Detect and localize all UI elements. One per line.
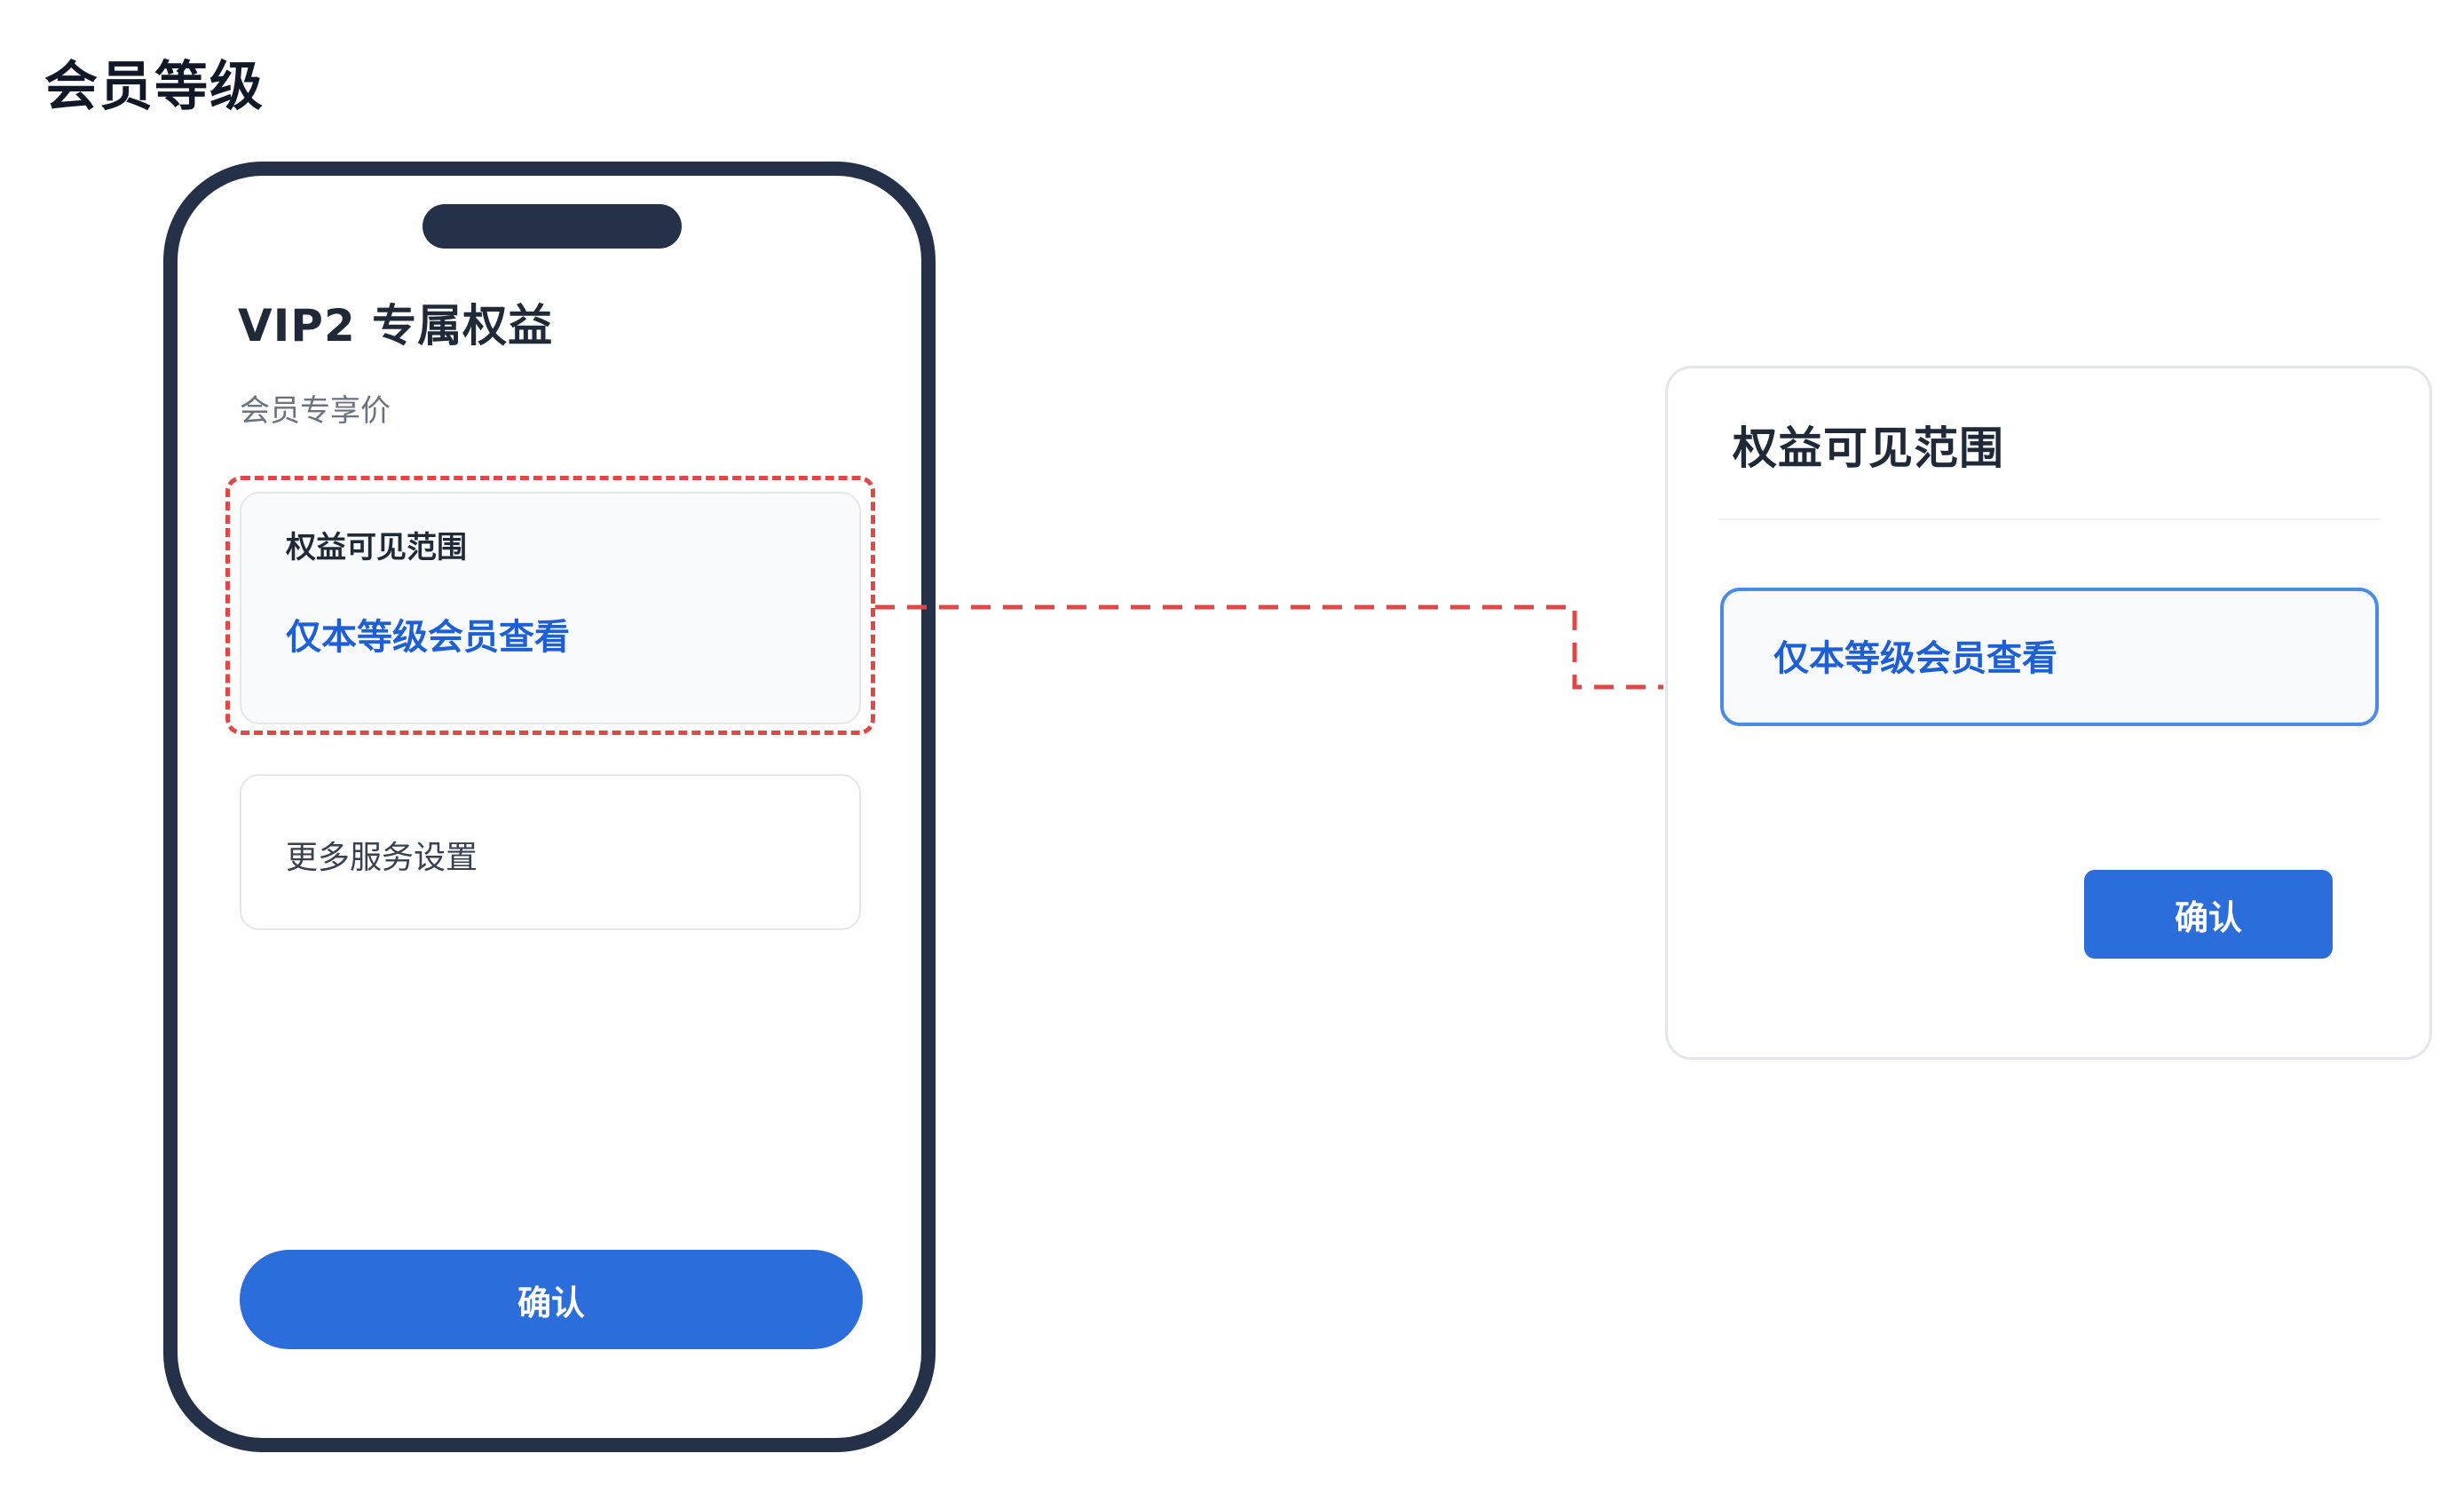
more-services-card[interactable]: [240, 774, 861, 930]
visibility-scope-card[interactable]: [240, 492, 861, 724]
phone-confirm-button[interactable]: 确认: [240, 1250, 863, 1349]
benefit-subtitle: 会员专享价: [240, 393, 391, 429]
visibility-scope-label: 权益可见范围: [286, 530, 467, 565]
more-services-label: 更多服务设置: [286, 840, 478, 876]
dialog-title: 权益可见范围: [1733, 423, 2004, 474]
dialog-selected-option[interactable]: [1720, 588, 2379, 726]
dialog-option-label: 仅本等级会员查看: [1773, 638, 2057, 679]
visibility-scope-value[interactable]: 仅本等级会员查看: [286, 617, 570, 658]
phone-notch: [423, 204, 682, 249]
highlight-annotation: [225, 476, 875, 735]
page-title: 会员等级: [44, 56, 265, 118]
dialog-confirm-button[interactable]: 确认: [2084, 870, 2333, 959]
dialog-divider: [1718, 518, 2381, 520]
benefit-title: VIP2 专属权益: [238, 300, 554, 352]
